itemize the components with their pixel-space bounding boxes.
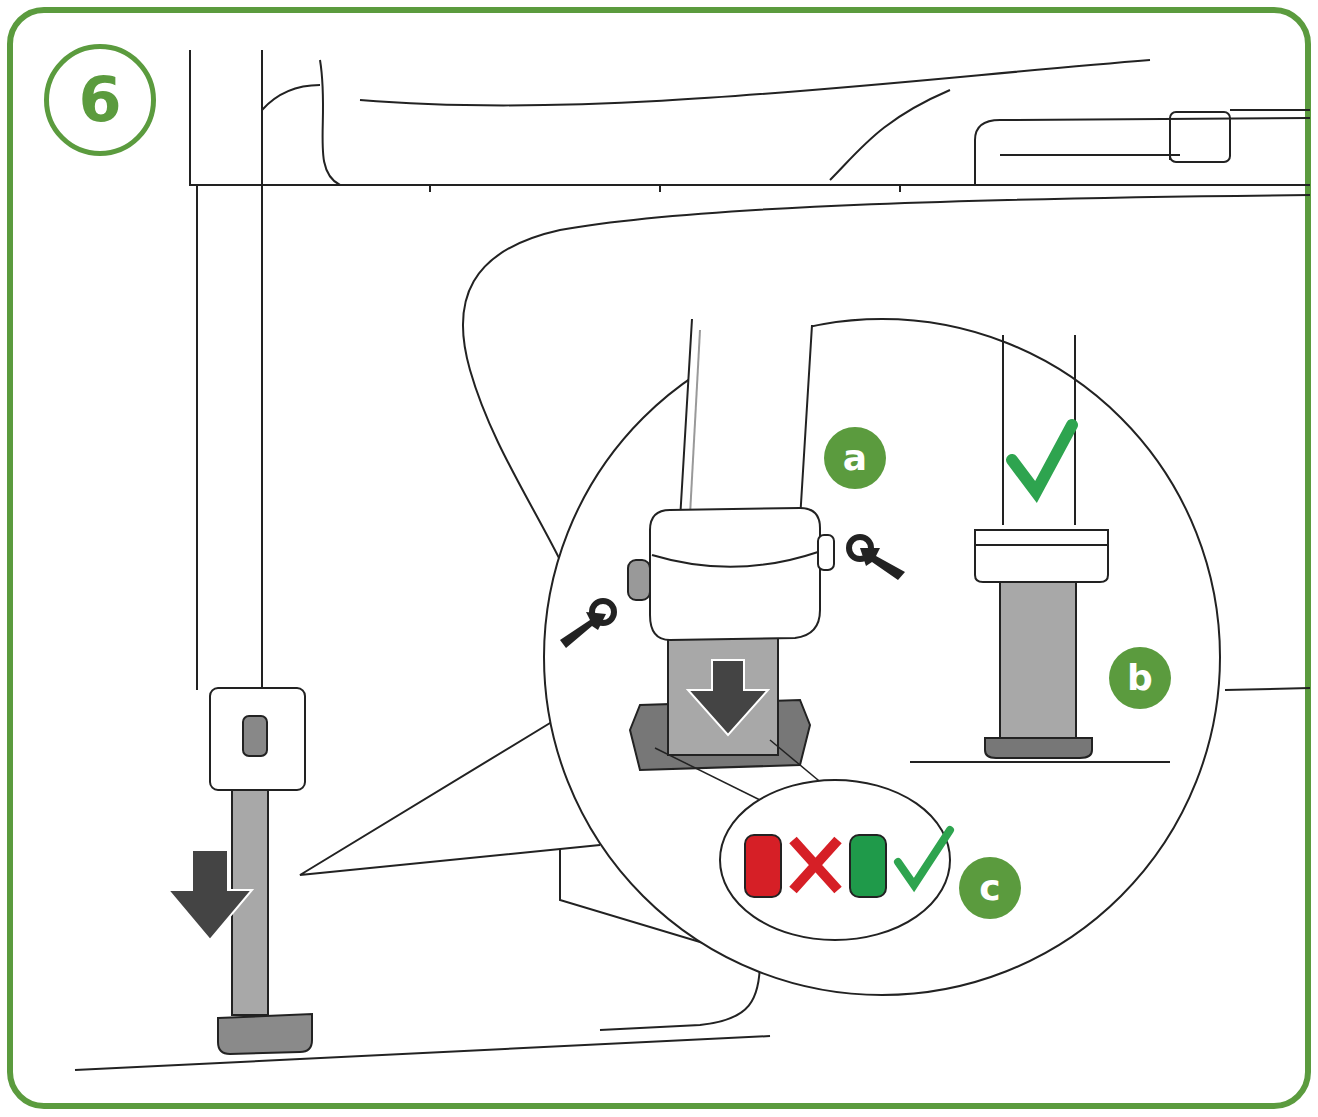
callout-text: c [979,870,1000,906]
seat-base [190,50,1310,192]
callout-number: c [959,857,1021,919]
callout-text: 6 [78,69,121,131]
callout-number: a [824,427,886,489]
floor-line [75,1036,770,1070]
green-indicator [850,835,886,897]
indicator-bubble [720,780,950,940]
magnifier-circle [544,319,1220,995]
callout-number: b [1109,647,1171,709]
callout-outline [463,195,1310,1030]
press-icon [560,537,905,648]
check-mark [1012,425,1072,492]
leg-detail [628,319,834,770]
down-arrow [688,660,768,735]
red-indicator [745,835,781,897]
down-arrow [168,850,252,940]
leg-detail-correct [910,335,1170,762]
callout-text: a [843,440,867,476]
leader-line [655,748,760,800]
check-mark [898,830,950,885]
frame [10,10,1308,1106]
cross-mark [793,840,838,890]
callout-text: b [1127,660,1153,696]
step-number: 6 [44,44,156,156]
